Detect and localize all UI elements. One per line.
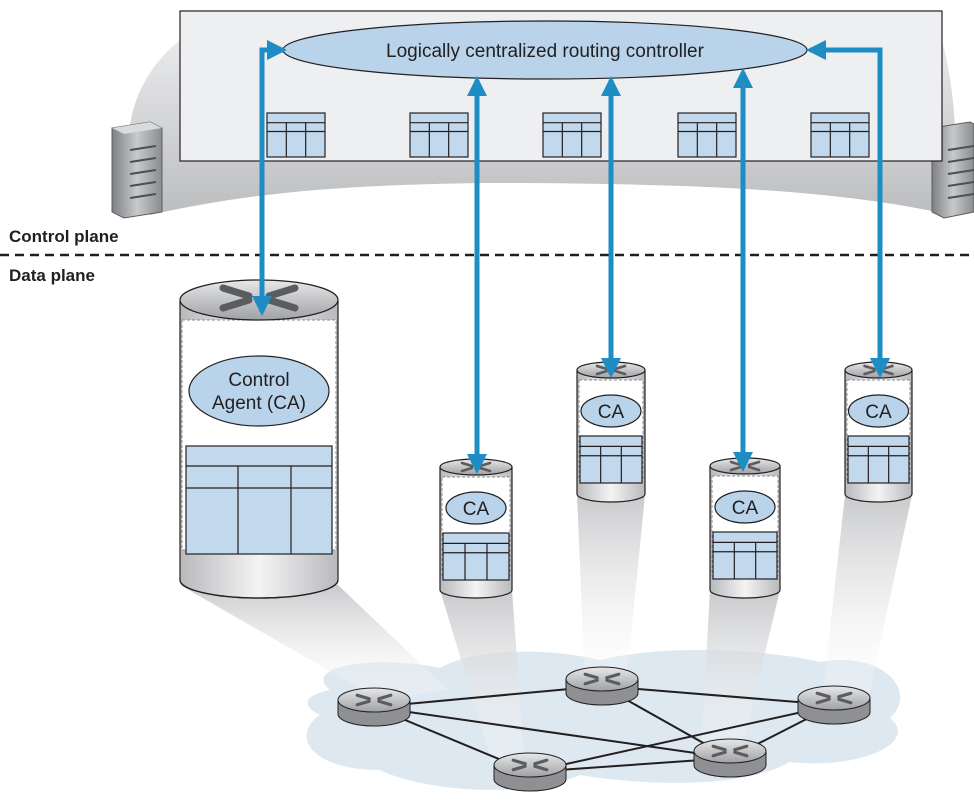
ca-ellipse	[445, 491, 507, 525]
ca-router: CA	[709, 457, 781, 599]
ca-ellipse	[714, 490, 776, 524]
ca-ellipse	[847, 394, 910, 428]
arrow-router-5	[806, 40, 890, 378]
ca-ellipse	[580, 394, 642, 428]
ca-label: CA	[463, 499, 490, 520]
controller-label: Logically centralized routing controller	[386, 41, 705, 62]
router-icon	[511, 758, 549, 772]
server-icon	[111, 121, 163, 219]
flow-table-icon	[712, 531, 778, 580]
control-agent-ellipse	[188, 355, 330, 427]
router-icon	[815, 691, 853, 705]
router-icon	[583, 672, 621, 686]
control-arrows	[252, 40, 890, 474]
flow-table-icon	[185, 445, 333, 555]
ca-router: CA	[576, 361, 646, 503]
network-router	[693, 738, 767, 778]
router-beams	[180, 495, 912, 772]
network-router	[337, 687, 411, 727]
control-agent-label-line1: Control	[228, 370, 289, 391]
ca-router: CA	[439, 458, 513, 599]
ca-label: CA	[598, 402, 625, 423]
flow-table-icon	[442, 532, 510, 581]
small-routers: CA CA CA CA	[439, 361, 913, 599]
network-router	[797, 685, 871, 725]
flow-table-icon	[266, 112, 326, 158]
control-plane-label: Control plane	[9, 227, 119, 246]
ca-label: CA	[865, 402, 892, 423]
network-router	[493, 752, 567, 792]
control-agent-label-line2: Agent (CA)	[212, 393, 306, 414]
flow-table-icon	[810, 112, 870, 158]
network-routers	[337, 666, 871, 792]
flow-table-icon	[677, 112, 737, 158]
ca-label: CA	[732, 498, 759, 519]
flow-table-icon	[847, 435, 910, 484]
router-icon	[355, 693, 393, 707]
arrow-big-router	[252, 40, 287, 316]
flow-table-icon	[409, 112, 469, 158]
flow-table-icon	[579, 435, 643, 484]
router-icon	[711, 744, 749, 758]
flow-table-icon	[542, 112, 602, 158]
data-plane-label: Data plane	[9, 266, 95, 285]
big-router: Control Agent (CA)	[179, 279, 339, 599]
controller-wing-left	[128, 40, 480, 215]
ca-router: CA	[844, 361, 913, 503]
network-router	[565, 666, 639, 706]
